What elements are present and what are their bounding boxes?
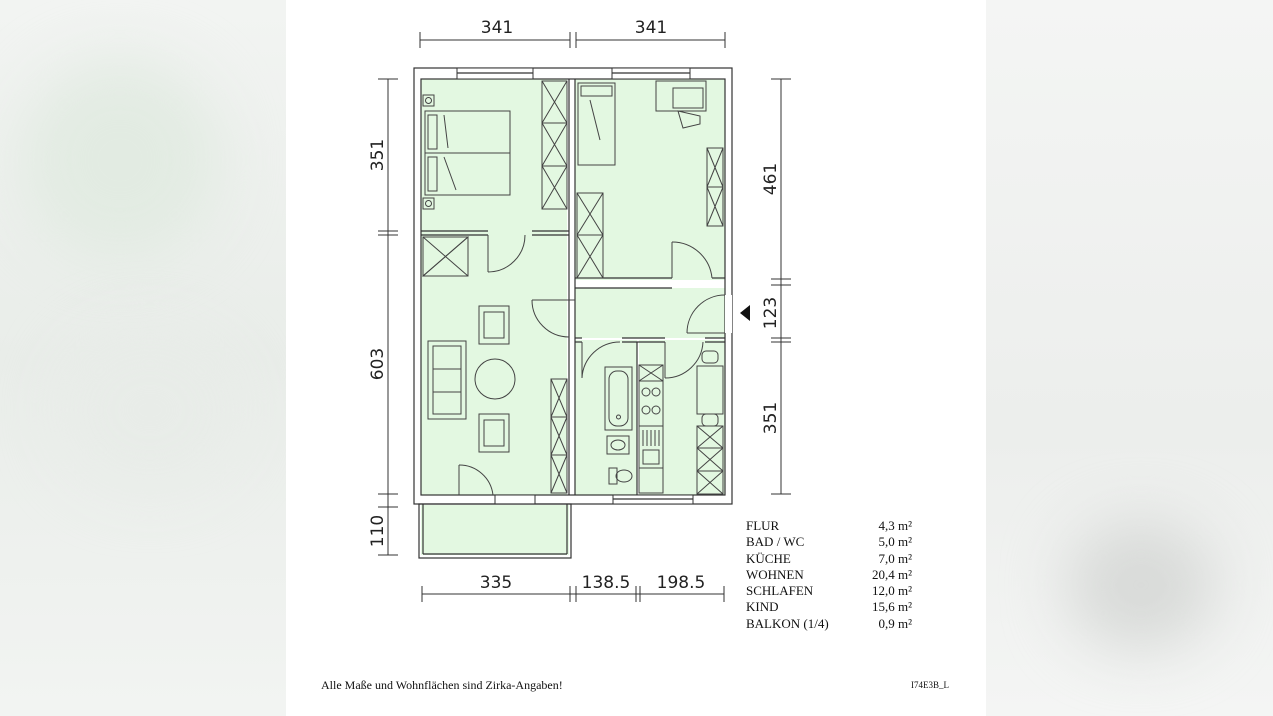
floor-plan-sheet: 341 341 335 138.5 198.5 351 603 110 461 … [286, 0, 986, 716]
room-schlafen [421, 79, 567, 233]
area-room: SCHLAFEN [746, 583, 814, 599]
dim-right-3: 351 [761, 402, 781, 434]
room-balkon [421, 505, 569, 555]
dim-right-2: 123 [761, 297, 781, 329]
plan-code: I74E3B_L [911, 680, 949, 690]
area-row: SCHLAFEN 12,0 m² [746, 583, 912, 599]
room-bad [575, 340, 637, 495]
doors [458, 234, 750, 496]
area-room: KÜCHE [746, 550, 791, 566]
blurred-background-left [0, 0, 286, 716]
area-value: 5,0 m² [878, 534, 912, 550]
area-row: KIND 15,6 m² [746, 599, 912, 615]
area-room: BALKON (1/4) [746, 615, 829, 631]
room-fills [421, 79, 725, 555]
floor-plan-drawing: 341 341 335 138.5 198.5 351 603 110 461 … [368, 18, 791, 602]
area-row: BAD / WC 5,0 m² [746, 534, 912, 550]
room-flur [575, 288, 725, 338]
dim-top-left: 341 [481, 18, 513, 38]
area-value: 20,4 m² [871, 566, 912, 582]
area-room: WOHNEN [746, 566, 804, 582]
area-row: FLUR 4,3 m² [746, 518, 912, 534]
room-wohnen [421, 233, 567, 495]
dim-left-3: 110 [368, 515, 388, 547]
dim-top-right: 341 [635, 18, 667, 38]
dim-bottom-1: 335 [480, 573, 512, 593]
dimension-lines [378, 32, 791, 602]
area-room: KIND [746, 599, 779, 615]
dim-left-2: 603 [368, 348, 388, 380]
area-row: KÜCHE 7,0 m² [746, 551, 912, 567]
furniture [422, 80, 724, 495]
dim-left-1: 351 [368, 139, 388, 171]
area-value: 12,0 m² [871, 583, 912, 599]
area-room: FLUR [746, 518, 780, 533]
room-kind [575, 79, 725, 280]
area-row: WOHNEN 20,4 m² [746, 567, 912, 583]
area-value: 15,6 m² [871, 599, 912, 615]
area-room: BAD / WC [746, 534, 805, 550]
area-value: 7,0 m² [878, 550, 912, 566]
dim-bottom-2: 138.5 [582, 573, 631, 593]
dim-bottom-3: 198.5 [657, 573, 706, 593]
walls [413, 67, 733, 559]
dim-right-1: 461 [761, 163, 781, 195]
entrance-arrow-icon [740, 305, 750, 321]
area-row: BALKON (1/4) 0,9 m² [746, 616, 912, 632]
area-table: FLUR 4,3 m² BAD / WC 5,0 m² KÜCHE 7,0 m² WO… [746, 518, 912, 632]
blurred-background-right [986, 0, 1273, 716]
area-value: 0,9 m² [878, 615, 912, 631]
area-value: 4,3 m² [878, 518, 912, 533]
footnote: Alle Maße und Wohnflächen sind Zirka-Ang… [321, 678, 563, 692]
